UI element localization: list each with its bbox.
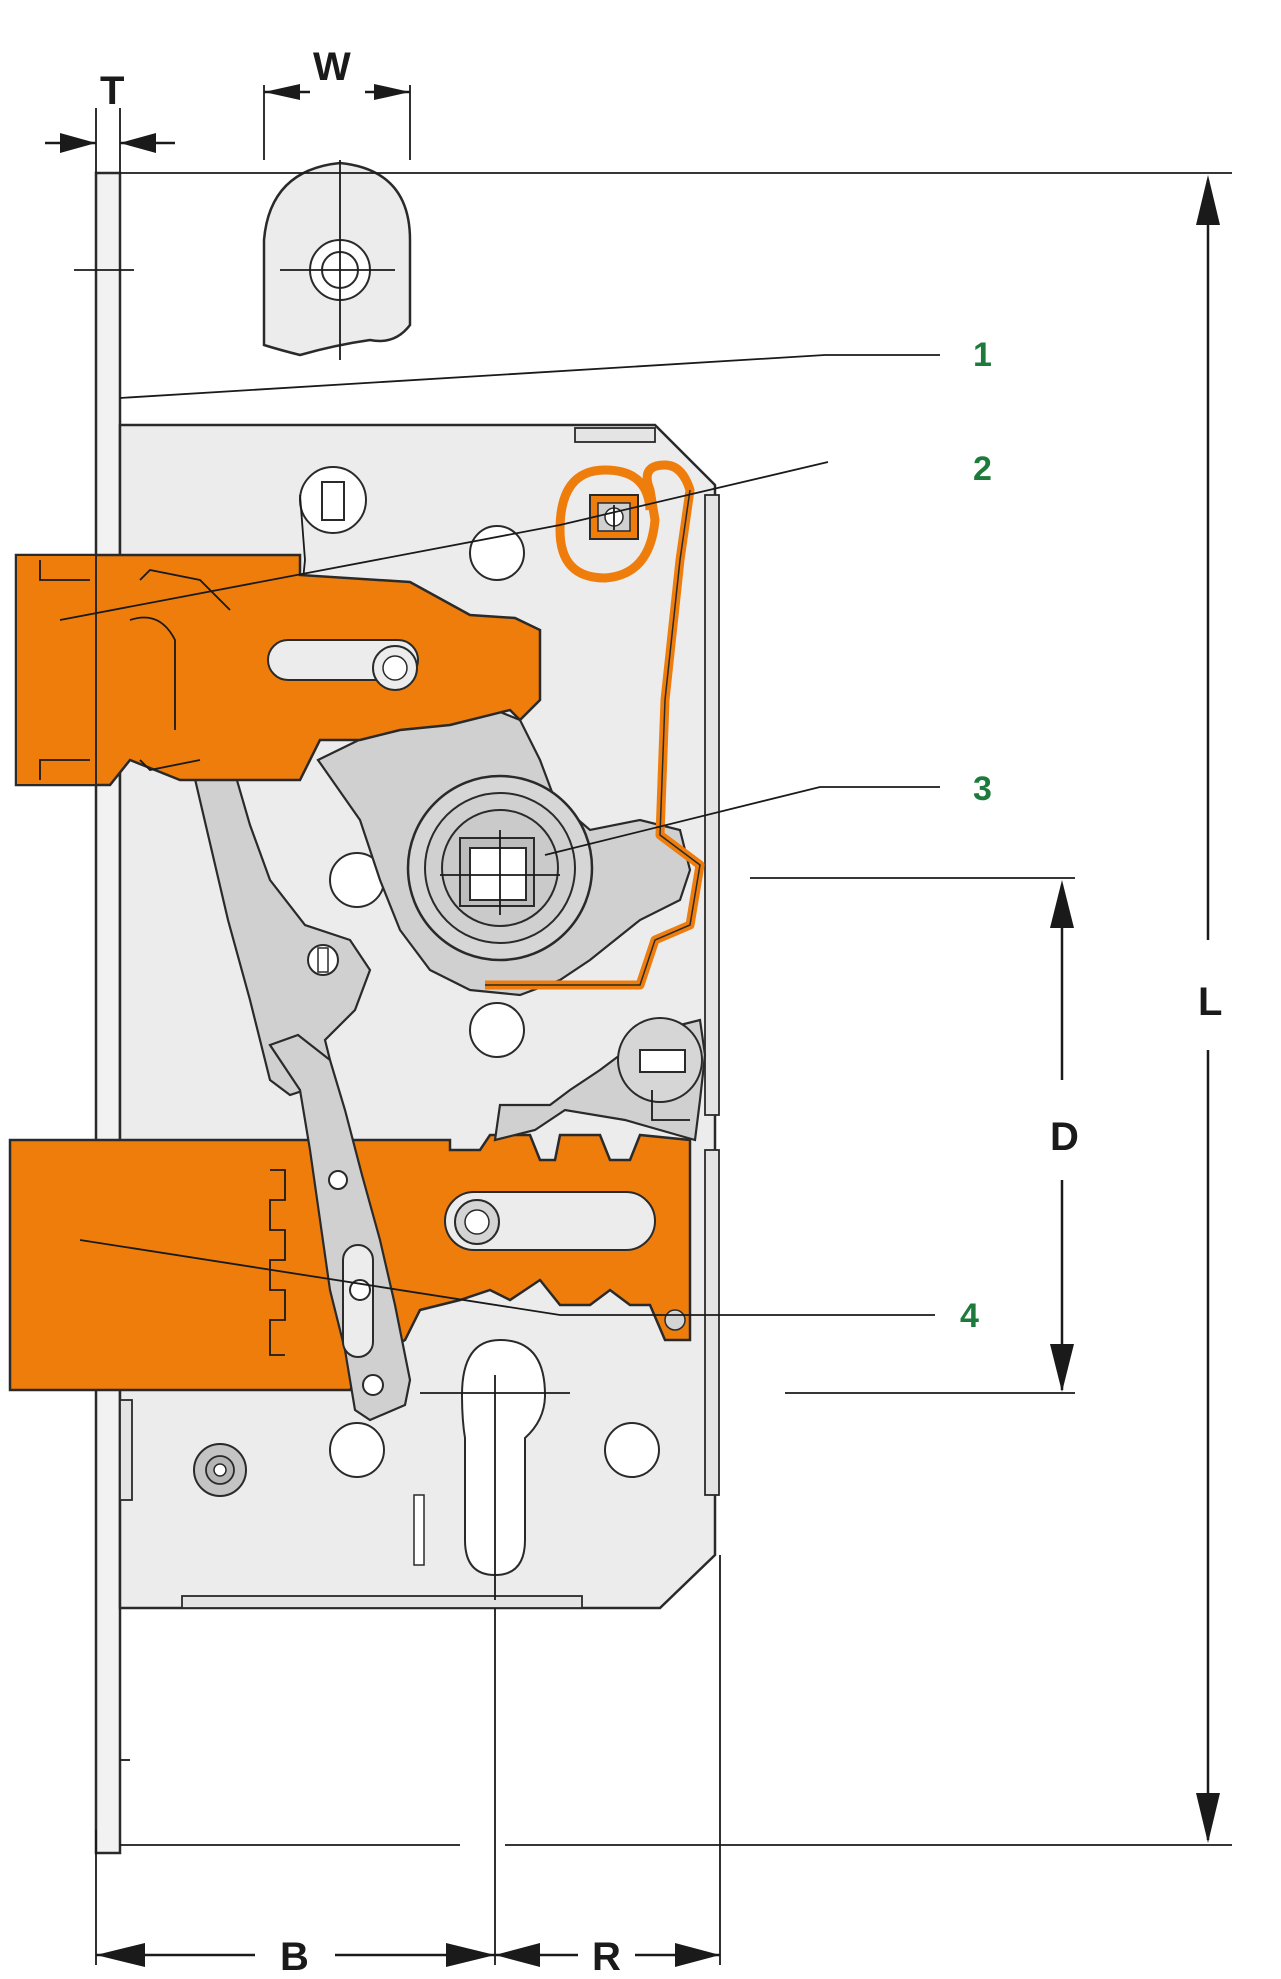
screw-head xyxy=(193,1443,247,1497)
spring xyxy=(485,460,705,990)
callout-2: 2 xyxy=(973,450,992,488)
dimension-b: B xyxy=(95,1608,496,1979)
faceplate xyxy=(94,171,122,1855)
svg-text:D: D xyxy=(1050,1115,1079,1159)
svg-text:B: B xyxy=(280,1935,309,1979)
spindle-square-hole xyxy=(469,847,527,901)
callout-3: 3 xyxy=(973,770,992,808)
dimension-r: R xyxy=(495,1555,721,1979)
svg-text:R: R xyxy=(592,1935,621,1979)
callout-4: 4 xyxy=(960,1297,979,1335)
dimension-l: L xyxy=(120,172,1232,1846)
latch-lever xyxy=(178,713,372,1097)
callout-1: 1 xyxy=(973,336,992,374)
deadbolt-lever xyxy=(268,1033,412,1422)
dimension-t: T xyxy=(45,69,175,173)
dimension-d: D xyxy=(750,877,1079,1394)
svg-text:W: W xyxy=(313,45,351,89)
callout-leaders xyxy=(59,354,940,1316)
svg-text:T: T xyxy=(100,69,124,113)
cylinder-keyhole xyxy=(460,1338,547,1577)
dimension-w: W xyxy=(263,45,411,160)
svg-text:L: L xyxy=(1198,980,1222,1024)
